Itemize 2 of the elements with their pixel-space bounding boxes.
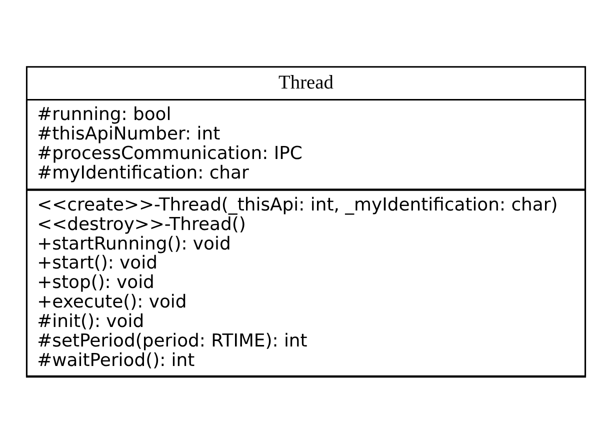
node-box: #running: bool #thisApiNumber: int #processCommunication: IPC #myIdentification: char	[26, 99, 586, 190]
node-box: <<create>>-Thread(_thisApi: int, _myIdentification: char) <<destroy>>-Thread() +startRunning(): void +start(): void +stop(): void +execute(): void #init(): void #setPeriod(period: RTIME): int #waitPeriod(): int	[26, 189, 586, 378]
